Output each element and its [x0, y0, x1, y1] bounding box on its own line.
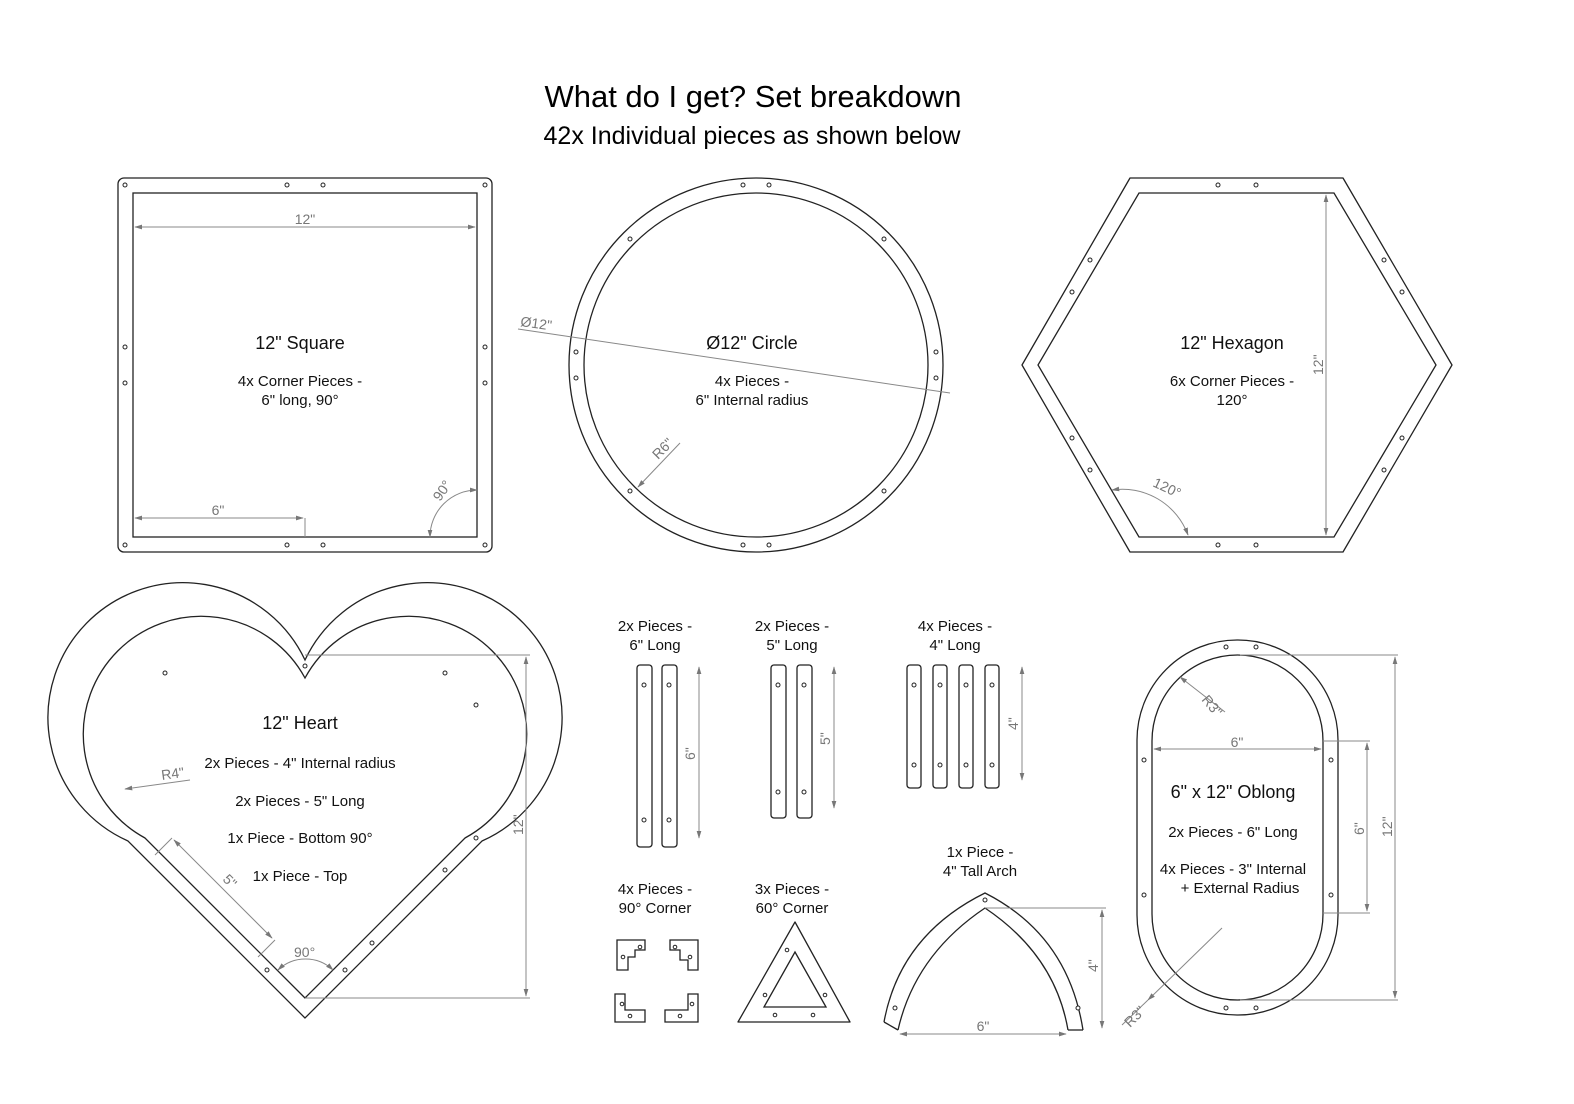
straight-6in-dimension: 6"	[682, 747, 698, 760]
heart-title: 12" Heart	[262, 713, 337, 733]
arch-piece	[883, 892, 1106, 1037]
oblong-frame	[1121, 639, 1398, 1026]
oblong-desc-line2: 4x Pieces - 3" Internal	[1160, 861, 1306, 878]
straight-5in-line2: 5" Long	[766, 637, 817, 654]
hexagon-frame	[1021, 177, 1453, 553]
oblong-width-dimension: 6"	[1231, 734, 1244, 750]
heart-desc-line2: 2x Pieces - 5" Long	[235, 793, 365, 810]
corner-90-line1: 4x Pieces -	[618, 881, 692, 898]
hexagon-angle-dimension: 120°	[1151, 474, 1184, 501]
square-desc-line1: 4x Corner Pieces -	[238, 373, 362, 390]
circle-desc-line2: 6" Internal radius	[696, 392, 809, 409]
heart-desc-line4: 1x Piece - Top	[253, 868, 348, 885]
hexagon-title: 12" Hexagon	[1180, 333, 1283, 353]
heart-desc-line1: 2x Pieces - 4" Internal radius	[204, 755, 395, 772]
straight-pieces-6in	[636, 664, 702, 848]
square-desc-line2: 6" long, 90°	[261, 392, 338, 409]
heart-length-dimension: 5"	[220, 871, 240, 891]
circle-desc-line1: 4x Pieces -	[715, 373, 789, 390]
hexagon-height-dimension: 12"	[1310, 354, 1326, 375]
straight-6in-line1: 2x Pieces -	[618, 618, 692, 635]
heart-height-dimension: 12"	[510, 814, 526, 835]
straight-pieces-4in	[906, 664, 1025, 789]
oblong-side-dimension: 6"	[1351, 822, 1367, 835]
corner-60-pieces	[737, 921, 851, 1023]
straight-4in-line2: 4" Long	[929, 637, 980, 654]
arch-line2: 4" Tall Arch	[943, 863, 1017, 880]
square-half-dimension: 6"	[212, 502, 225, 518]
circle-frame	[517, 177, 951, 553]
square-angle-dimension: 90°	[429, 477, 454, 504]
square-width-dimension: 12"	[295, 211, 316, 227]
straight-6in-line2: 6" Long	[629, 637, 680, 654]
hexagon-desc-line2: 120°	[1216, 392, 1247, 409]
arch-line1: 1x Piece -	[947, 844, 1014, 861]
oblong-title: 6" x 12" Oblong	[1171, 782, 1296, 802]
square-frame	[117, 177, 493, 553]
square-title: 12" Square	[255, 333, 344, 353]
corner-60-line1: 3x Pieces -	[755, 881, 829, 898]
oblong-height-dimension: 12"	[1379, 816, 1395, 837]
hexagon-desc-line1: 6x Corner Pieces -	[1170, 373, 1294, 390]
arch-height-dimension: 4"	[1085, 959, 1101, 972]
oblong-radius-top-dimension: R3"	[1199, 692, 1226, 720]
corner-60-line2: 60° Corner	[756, 900, 829, 917]
oblong-desc-line1: 2x Pieces - 6" Long	[1168, 824, 1298, 841]
oblong-desc-line3: + External Radius	[1181, 880, 1300, 897]
circle-title: Ø12" Circle	[706, 333, 797, 353]
heart-radius-dimension: R4"	[160, 764, 185, 783]
straight-5in-dimension: 5"	[817, 732, 833, 745]
straight-4in-line1: 4x Pieces -	[918, 618, 992, 635]
page-title: What do I get? Set breakdown	[544, 79, 961, 114]
straight-4in-dimension: 4"	[1005, 717, 1021, 730]
corner-90-pieces	[614, 939, 699, 1023]
straight-pieces-5in	[770, 664, 837, 819]
arch-width-dimension: 6"	[977, 1018, 990, 1034]
heart-desc-line3: 1x Piece - Bottom 90°	[227, 830, 372, 847]
circle-diameter-dimension: Ø12"	[520, 313, 553, 333]
heart-frame	[47, 582, 563, 1019]
oblong-radius-bottom-dimension: R3"	[1121, 1003, 1149, 1031]
circle-radius-dimension: R6"	[649, 435, 677, 463]
page-subtitle: 42x Individual pieces as shown below	[544, 122, 962, 150]
corner-90-line2: 90° Corner	[619, 900, 692, 917]
heart-angle-dimension: 90°	[294, 944, 315, 960]
straight-5in-line1: 2x Pieces -	[755, 618, 829, 635]
